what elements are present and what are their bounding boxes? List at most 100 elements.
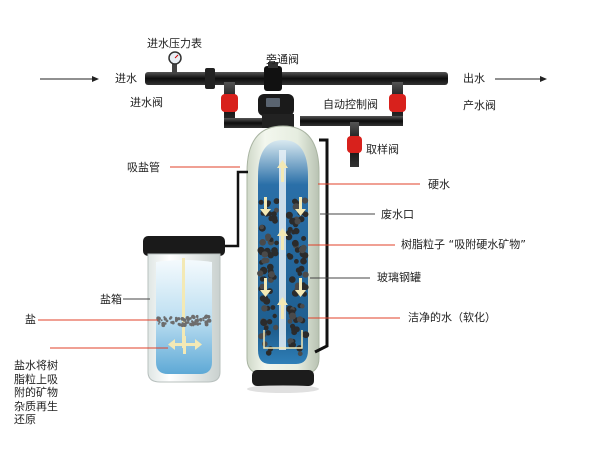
flow-arrow-up-top [277,160,288,182]
drain-outlet-label: 废水口 [381,208,414,221]
water-inlet-label: 进水 [115,72,137,85]
resin-bead [287,253,294,260]
sampling-valve-body [347,136,362,153]
resin-bead [270,305,276,310]
salt-grain [202,317,205,320]
control-valve-head [258,94,294,128]
resin-bead [263,325,269,331]
salt-layer [156,314,212,328]
resin-bead [294,259,299,264]
resin-bead [301,236,307,241]
resin-bead [265,200,271,206]
resin-bead [272,313,277,319]
pressure-gauge [168,51,182,73]
hard-water-label: 硬水 [428,178,450,191]
outlet-valve-body [389,94,406,112]
resin-bead [296,316,304,323]
resin-bead [301,282,306,287]
resin-bead [273,198,280,205]
outlet-flow-arrow [495,76,547,82]
resin-bead [294,247,301,253]
resin-bead [261,251,268,258]
salt-grain [189,322,193,326]
inlet-valve-label: 进水阀 [130,96,163,109]
salt-grain [198,322,202,325]
salt-grain [157,316,161,321]
outlet-valve-label: 产水阀 [463,99,496,112]
resin-bead [289,276,296,283]
resin-bead [287,319,293,324]
resin-bead [257,270,264,277]
inlet-flow-arrow [40,76,99,82]
salt-grain [174,316,178,320]
clean-water-label: 洁净的水（软化） [408,311,496,324]
salt-grain [194,319,199,323]
drain-hose [314,138,329,354]
brine-suction-line [222,170,248,248]
salt-grain [199,318,203,322]
resin-bead [259,283,266,290]
resin-bead [265,350,272,356]
salt-grain [160,319,163,322]
salt-grain [203,315,208,319]
salt-grain [180,317,183,320]
tank-flow-arrows [260,160,306,319]
resin-bead [266,319,273,325]
resin-bead [302,271,309,278]
salt-grain [175,320,178,323]
resin-bead [297,271,303,277]
salt-grain [191,320,194,323]
salt-grain [165,319,169,323]
resin-bead [298,246,306,254]
resin-bead [298,265,305,272]
regeneration-note-line: 还原 [14,413,36,426]
resin-bead [258,199,264,205]
flow-arrow-down-right-upper [295,197,306,216]
brine-tank-label: 盐箱 [100,293,122,306]
resin-bead [267,346,274,352]
resin-bead [302,211,309,218]
resin-bead [294,326,300,333]
brine-suction-pipe-label: 吸盐管 [127,161,160,174]
salt-grain [157,323,160,325]
resin-bead [291,239,299,247]
resin-bead [267,263,274,271]
salt-grain [170,321,173,324]
salt-grain [169,316,173,319]
resin-bead [290,342,297,348]
salt-grain [181,322,185,326]
resin-bead [289,217,297,225]
resin-bead [294,218,301,225]
bypass-valve-label: 旁通阀 [266,53,299,66]
resin-bead [273,324,279,331]
regeneration-note-line: 脂粒上吸 [14,372,58,386]
resin-bead [260,318,268,327]
salt-grain [164,322,167,325]
resin-bead [271,211,277,217]
salt-grain [202,319,205,322]
flow-arrow-down-left-lower [260,278,271,297]
sampling-valve-label: 取样阀 [366,143,399,156]
resin-bead [259,239,267,246]
outlet-return-pipe [300,116,403,126]
salt-grain [207,318,212,323]
resin-bead [259,224,265,230]
main-pipe [145,72,448,85]
water-outlet-label: 出水 [463,72,485,85]
fiberglass-tank-label: 玻璃钢罐 [377,271,421,284]
salt-grain [189,317,192,320]
resin-bead [274,240,279,246]
salt-grain [183,325,186,327]
resin-bead [271,247,278,254]
regeneration-note-line: 附的矿物 [14,386,58,399]
resin-beads-label: 树脂粒子 “吸附硬水矿物” [401,238,526,251]
brine-tank-body [143,236,225,383]
flow-arrow-up-mid [277,228,288,250]
salt-grain [178,323,182,327]
salt-grain [204,322,209,327]
resin-bead [292,203,300,211]
bottom-distributor [263,330,303,349]
salt-grain [196,322,200,326]
resin-bead [301,252,309,259]
regeneration-note-line: 盐水将树 [14,359,58,372]
